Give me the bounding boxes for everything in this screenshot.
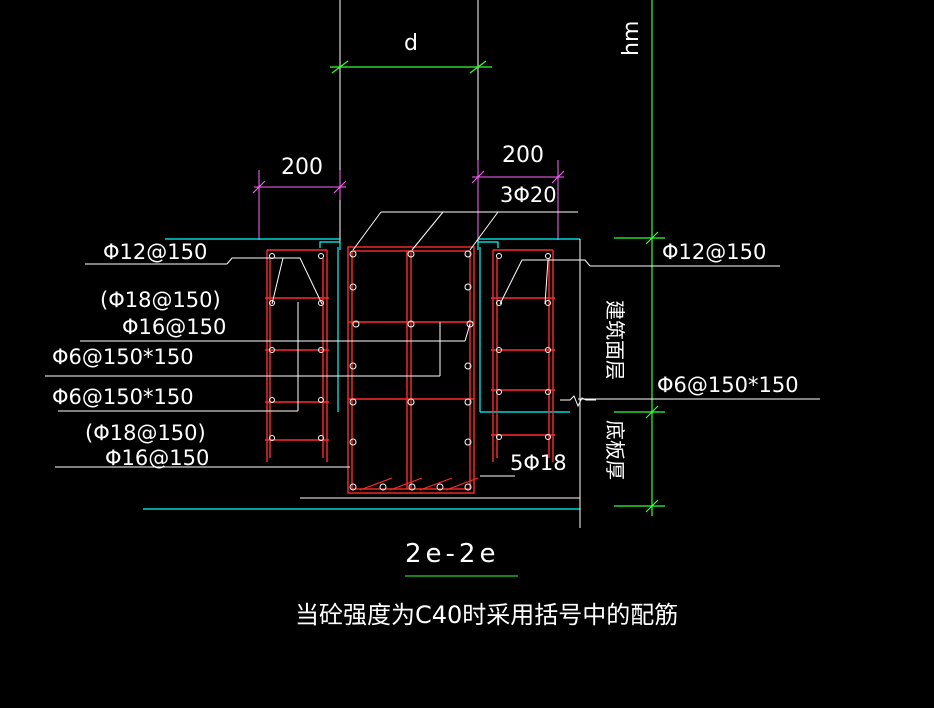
- dimension-200-right: [471, 160, 565, 240]
- leader-lines: [45, 211, 820, 499]
- dimension-200-left: [252, 170, 347, 240]
- break-line: [560, 395, 596, 408]
- dimension-d: [330, 60, 492, 74]
- dimension-hm: [614, 0, 665, 516]
- rebar-dots-central: [349, 250, 474, 491]
- label-left-alt1: (Φ18@150): [100, 288, 221, 312]
- rebar-cage-left: [265, 249, 329, 462]
- rebar-bottom-hooks: [359, 477, 479, 491]
- label-left-main2: Φ16@150: [105, 446, 209, 470]
- label-right-top: Φ12@150: [662, 240, 766, 264]
- rebar-central: [347, 246, 475, 494]
- label-right-stir: Φ6@150*150: [657, 373, 799, 397]
- label-left-top: Φ12@150: [103, 240, 207, 264]
- dimension-d-label: d: [404, 31, 418, 56]
- section-title: 2e-2e: [405, 539, 499, 569]
- dimension-hm-label: hm: [619, 21, 644, 56]
- dimension-200-left-label: 200: [281, 155, 323, 180]
- label-layer-lower: 底板厚: [603, 420, 627, 480]
- dimension-200-right-label: 200: [502, 143, 544, 168]
- label-layer-upper: 建筑面层: [603, 300, 627, 380]
- label-left-main1: Φ16@150: [122, 315, 226, 339]
- reinforcement-note: 当砼强度为C40时采用括号中的配筋: [295, 601, 678, 629]
- label-left-stir1: Φ6@150*150: [52, 345, 194, 369]
- finish-surface: [143, 238, 580, 510]
- label-bottom-bar: 5Φ18: [510, 451, 567, 475]
- rebar-cage-right: [491, 249, 555, 462]
- label-top-bar: 3Φ20: [500, 183, 557, 207]
- label-left-stir2: Φ6@150*150: [52, 385, 194, 409]
- rebar-dots-right: [496, 253, 551, 440]
- label-left-alt2: (Φ18@150): [85, 421, 206, 445]
